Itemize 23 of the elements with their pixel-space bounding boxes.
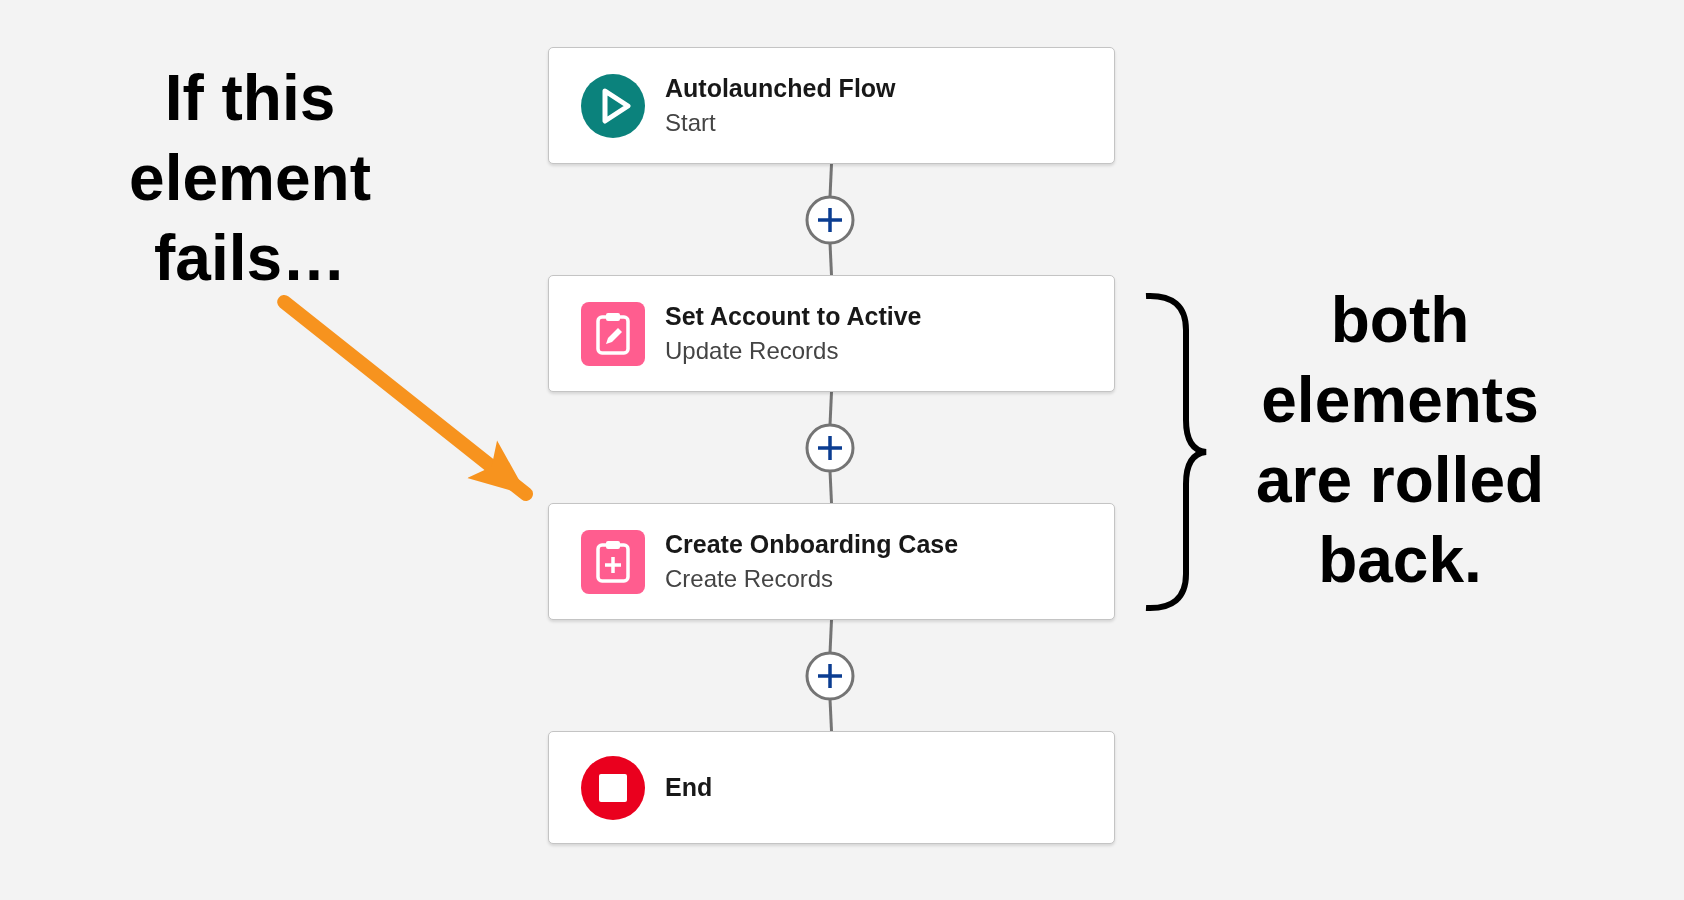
element-title: Autolaunched Flow: [665, 74, 896, 103]
connector-line: [828, 470, 833, 504]
element-title: End: [665, 773, 713, 802]
connector-line: [828, 698, 833, 732]
annotation-text: both elements are rolled back.: [1220, 280, 1580, 600]
annotation-text: If this element fails…: [60, 58, 440, 298]
element-title: Create Onboarding Case: [665, 530, 959, 559]
flow-element-card: [548, 503, 1115, 620]
element-type: Create Records: [665, 565, 835, 593]
element-type: Update Records: [665, 337, 840, 365]
flow-element-card: [548, 275, 1115, 392]
flow-element-card: [548, 731, 1115, 844]
add-element-button: [805, 651, 855, 701]
connector-line: [828, 242, 833, 276]
add-element-button: [805, 423, 855, 473]
element-title: Set Account to Active: [665, 302, 922, 331]
element-type: Start: [665, 109, 717, 137]
arrow: [277, 295, 533, 501]
connector-line: [828, 163, 833, 198]
connector-line: [828, 619, 833, 654]
add-element-button: [805, 195, 855, 245]
connector-line: [828, 391, 833, 426]
flow-element-card: [548, 47, 1115, 164]
